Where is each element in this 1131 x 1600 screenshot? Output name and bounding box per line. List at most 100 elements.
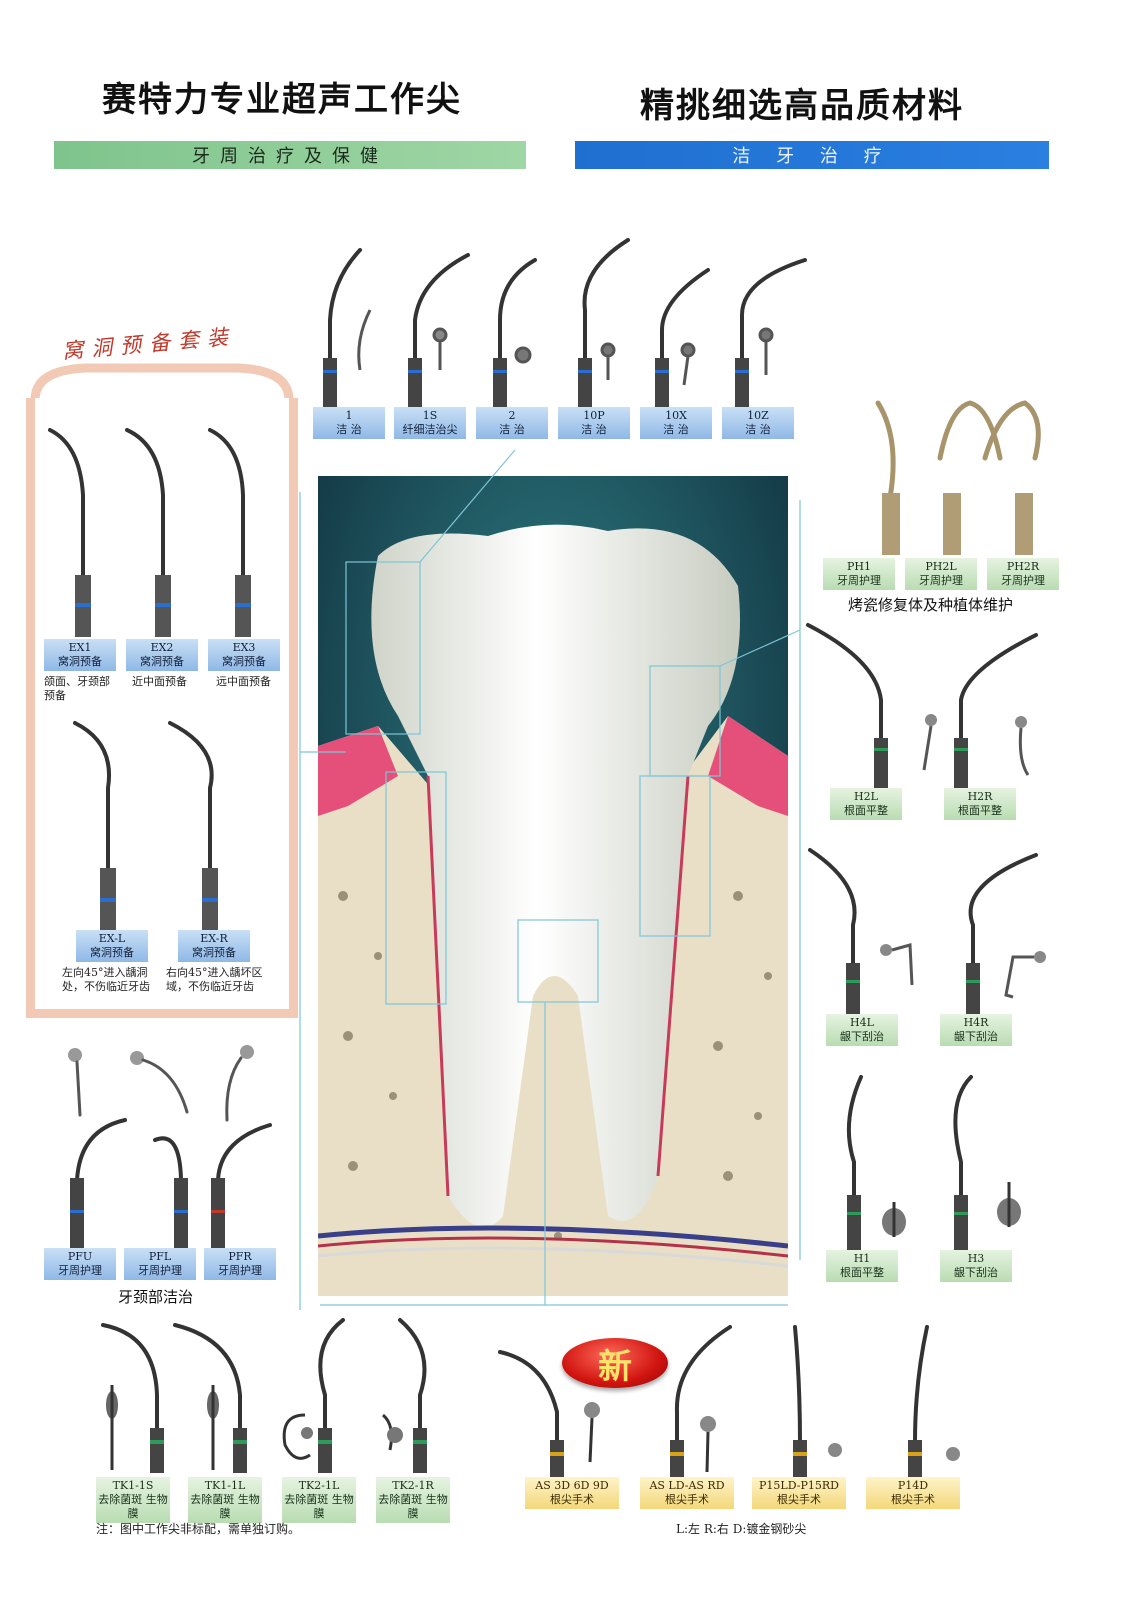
tip-desc: 牙周护理 xyxy=(919,574,963,587)
tip-code: TK1-1L xyxy=(204,1479,246,1492)
tip-desc: 窝洞预备 xyxy=(222,655,266,668)
tip-desc: 洁 治 xyxy=(499,423,525,436)
tip-code: AS 3D 6D 9D xyxy=(535,1479,609,1492)
tip-code: 10Z xyxy=(747,409,769,422)
h2-tips-illustration xyxy=(806,623,1038,790)
tip-desc: 牙周护理 xyxy=(138,1264,182,1277)
as-tips-illustration xyxy=(498,1325,960,1480)
tip-code: H2R xyxy=(967,790,993,803)
footnote-left: 注：图中工作尖非标配，需单独订购。 xyxy=(96,1522,301,1536)
tip-desc: 去除菌斑 生物膜 xyxy=(98,1493,168,1520)
tip-code: 10X xyxy=(665,409,687,422)
tip-desc: 根尖手术 xyxy=(665,1493,709,1506)
pf-tips-illustration xyxy=(68,1045,272,1248)
new-badge: 新 xyxy=(562,1338,668,1388)
tip-code: 10P xyxy=(583,409,605,422)
tip-code: EX-L xyxy=(98,932,126,945)
footnote-right: L:左 R:右 D:镀金钢砂尖 xyxy=(676,1522,807,1536)
tip-code: PH2L xyxy=(925,560,957,573)
ex-l-caption: 左向45°进入龋洞处，不伤临近牙齿 xyxy=(62,966,150,993)
tip-desc: 根尖手术 xyxy=(891,1493,935,1506)
tip-code: PFL xyxy=(148,1250,172,1263)
tip-desc: 根面平整 xyxy=(958,804,1002,817)
tip-desc: 龈下刮治 xyxy=(954,1030,998,1043)
tip-code: P14D xyxy=(897,1479,929,1492)
pf-caption: 牙颈部洁治 xyxy=(118,1288,194,1306)
tip-code: H4L xyxy=(850,1016,874,1029)
tip-desc: 洁 治 xyxy=(581,423,607,436)
ex-row1-tips-illustration xyxy=(48,428,251,637)
tip-code: EX-R xyxy=(200,932,228,945)
tip-code: H2L xyxy=(854,790,878,803)
tip-code: 1S xyxy=(422,409,438,422)
tip-desc: 根尖手术 xyxy=(777,1493,821,1506)
tip-code: 2 xyxy=(508,409,516,422)
tip-code: H4R xyxy=(963,1016,989,1029)
ex-r-caption: 右向45°进入龋坏区域，不伤临近牙齿 xyxy=(166,966,263,993)
h1-h3-tips-illustration xyxy=(846,1075,1021,1250)
cavity-kit-arch xyxy=(30,363,294,420)
tip-desc: 牙周护理 xyxy=(837,574,881,587)
tip-desc: 洁 治 xyxy=(663,423,689,436)
tip-desc: 窝洞预备 xyxy=(90,946,134,959)
ph-tips-illustration xyxy=(875,400,1041,555)
tip-code: PFU xyxy=(67,1250,93,1263)
headline-left: 赛特力专业超声工作尖 xyxy=(102,80,462,120)
tip-desc: 根面平整 xyxy=(840,1266,884,1279)
tooth-cross-section-illustration xyxy=(318,476,788,1296)
tip-desc: 洁 治 xyxy=(336,423,362,436)
cavity-kit-title: 窝洞预备套装 xyxy=(61,324,237,364)
guide-lines xyxy=(299,449,801,1310)
ex3-caption: 远中面预备 xyxy=(216,675,271,688)
tip-code: TK2-1R xyxy=(392,1479,434,1492)
tip-code: AS LD-AS RD xyxy=(649,1479,725,1492)
tip-code: TK1-1S xyxy=(112,1479,154,1492)
tip-code: PH1 xyxy=(847,560,871,573)
headline-right: 精挑细选高品质材料 xyxy=(640,86,964,126)
tip-desc: 洁 治 xyxy=(745,423,771,436)
tip-code: P15LD-P15RD xyxy=(759,1479,839,1492)
bar-scaling: 洁 牙 治 疗 xyxy=(575,141,1049,169)
tip-desc: 窝洞预备 xyxy=(58,655,102,668)
tip-desc: 龈下刮治 xyxy=(840,1030,884,1043)
tip-desc: 去除菌斑 生物膜 xyxy=(284,1493,354,1520)
ex2-caption: 近中面预备 xyxy=(132,675,187,688)
tip-desc: 纤细洁治尖 xyxy=(402,423,458,436)
ex1-caption: 颌面、牙颈部预备 xyxy=(44,675,110,702)
bar-periodontal: 牙周治疗及保健 xyxy=(54,141,526,169)
tk-tips-illustration xyxy=(101,1318,427,1473)
tip-desc: 根面平整 xyxy=(844,804,888,817)
tip-desc: 牙周护理 xyxy=(58,1264,102,1277)
